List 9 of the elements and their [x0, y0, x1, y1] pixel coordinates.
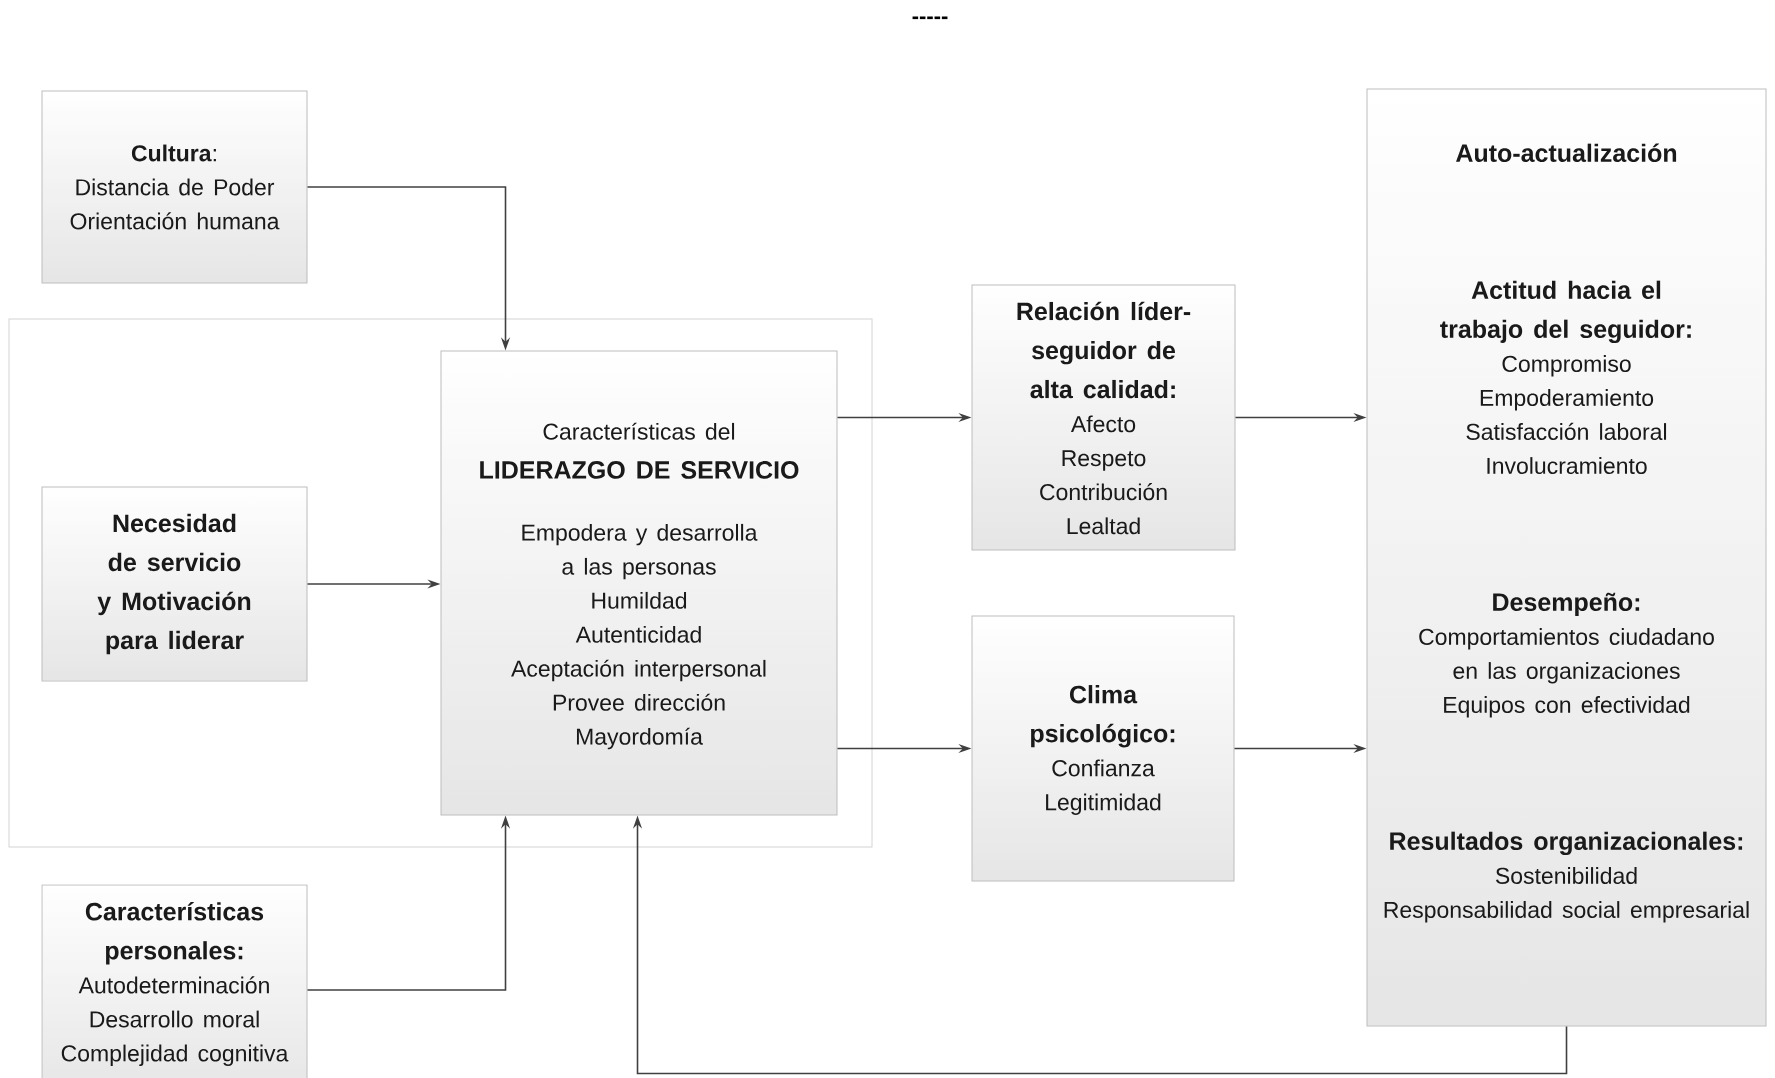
process-box: Características personales: Autodeterminación Desarrollo moral Complejidad cognitiva: [41, 884, 308, 1078]
process-box: Necesidad de servicio y Motivación para liderar: [41, 486, 308, 682]
process-box: Clima psicológico: Confianza Legitimidad: [971, 615, 1235, 882]
process-box: Características del LIDERAZGO DE SERVICIO Empodera y desarrolla a las personas Humildad Autenticidad Aceptación interpersonal Provee dirección Mayordomía: [440, 350, 838, 816]
process-box: Auto-actualización Actitud hacia el trabajo del seguidor: Compromiso Empoderamiento Satisfacción laboral Involucramiento Desempeño: Comportamientos ciudadano en las organizaciones Equipos con efectividad Resultados organizacionales: Sostenibilidad Responsabilidad social empresarial: [1366, 88, 1767, 1027]
process-box: Cultura: Distancia de Poder Orientación humana: [41, 90, 308, 284]
dash-mark: -----: [912, 16, 948, 20]
process-box: Relación líder-seguidor de alta calidad: Afecto Respeto Contribución Lealtad: [971, 284, 1236, 551]
group-frame: [8, 318, 873, 848]
